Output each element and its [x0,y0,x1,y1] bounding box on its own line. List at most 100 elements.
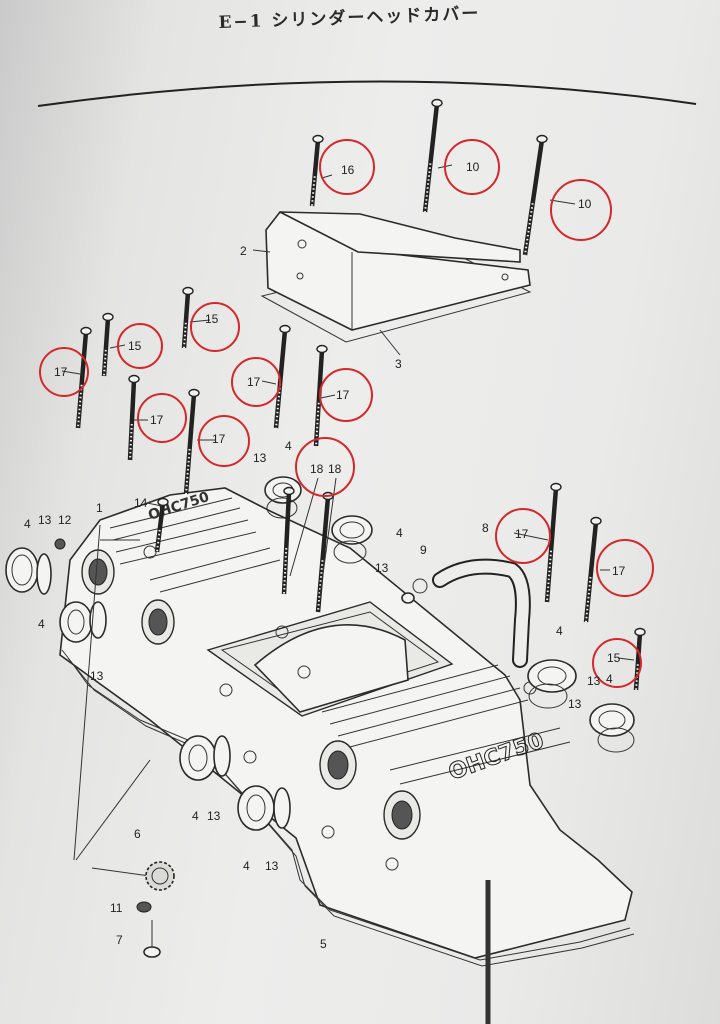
label-18-a: 18 [310,462,324,476]
tacho-gear-assembly [73,524,175,958]
label-10-a: 10 [466,160,480,174]
bolt-head [80,326,92,336]
label-17-b: 17 [150,413,164,427]
label-7: 7 [116,933,123,947]
bolt-head [128,374,140,384]
bolt-head [283,486,295,496]
label-13-d: 13 [90,669,104,683]
header-rule [37,80,697,107]
bolt-head [316,344,328,354]
label-17-f: 17 [515,527,529,541]
bolt-head [431,98,443,108]
bolt-shaft [75,331,89,429]
label-15-b: 15 [128,339,142,353]
label-16: 16 [341,163,355,177]
bolt-thread [524,203,534,256]
bolt-head [550,482,562,492]
bolt-head [102,312,114,322]
highlight-circle [137,393,187,443]
bolt-shaft [313,349,325,447]
bolt-shaft [183,393,197,495]
bolt-shaft [181,291,191,349]
bolt-head [188,388,200,398]
label-2: 2 [240,244,247,258]
label-13-f: 13 [568,697,582,711]
bolt-thread [183,322,187,349]
label-4-e: 4 [556,624,563,638]
highlight-circle [495,508,551,564]
label-4-d: 4 [38,617,45,631]
label-13-e: 13 [587,674,601,688]
bolt-head [157,497,169,507]
highlight-circle [295,437,355,497]
bolt-thread [103,349,107,377]
bolt-shaft [522,139,545,256]
bolt-head [182,286,194,296]
label-15-a: 15 [205,312,219,326]
label-8: 8 [482,521,489,535]
label-13-c: 13 [375,561,389,575]
bolt-thread [77,384,83,429]
highlight-circle [550,179,612,241]
label-4-b: 4 [24,517,31,531]
bolt-head [590,516,602,526]
label-13-b: 13 [38,513,52,527]
bolt-head [634,627,646,637]
bolt-thread [546,550,553,603]
label-12: 12 [58,513,72,527]
label-17-g: 17 [612,564,626,578]
bolt-shaft [583,521,599,623]
label-4-f: 4 [606,672,613,686]
label-4-h: 4 [243,859,250,873]
label-3: 3 [395,357,402,371]
highlight-circle [39,347,89,397]
label-10-b: 10 [578,197,592,211]
label-13-h: 13 [265,859,279,873]
highlight-circle [117,323,163,369]
label-17-c: 17 [212,432,226,446]
highlight-circle [190,302,240,352]
label-4-c: 4 [396,526,403,540]
bolt-thread [311,176,316,207]
highlight-circle [231,357,281,407]
label-5: 5 [320,937,327,951]
bolt-shaft [154,502,166,553]
label-14: 14 [134,496,148,510]
highlight-circle [198,415,250,467]
label-13-g: 13 [207,809,221,823]
label-9: 9 [420,543,427,557]
label-1: 1 [96,501,103,515]
bolt-head [536,134,548,144]
highlight-circles [39,139,654,688]
bolt-thread [275,383,282,429]
highlight-circle [444,139,500,195]
label-11: 11 [110,901,123,915]
label-13-a: 13 [253,451,267,465]
label-4-a: 4 [285,439,292,453]
cylinder-head-cover: OHC750 OHC750 [59,487,633,959]
bolt-shaft [309,139,321,207]
bolt-head [312,134,324,144]
label-4-g: 4 [192,809,199,823]
bolt-shaft [127,379,137,461]
highlight-circle [319,368,373,422]
highlight-circle [592,638,642,688]
bolt-thread [424,163,432,213]
bolts [75,98,646,691]
label-17-a: 17 [54,365,68,379]
label-17-e: 17 [336,388,350,402]
label-18-b: 18 [328,462,342,476]
caps-and-seals [5,476,635,831]
bolt-shaft [422,103,440,213]
highlight-circle [596,539,654,597]
bolt-head [279,324,291,334]
label-17-d: 17 [247,375,261,389]
bolt-thread [317,560,324,613]
label-15-c: 15 [607,651,621,665]
label-6: 6 [134,827,141,841]
part-labels: 16 10 10 15 15 17 17 17 17 17 18 18 17 1… [24,160,626,951]
highlight-circle [319,139,375,195]
breather-cover [260,211,532,343]
